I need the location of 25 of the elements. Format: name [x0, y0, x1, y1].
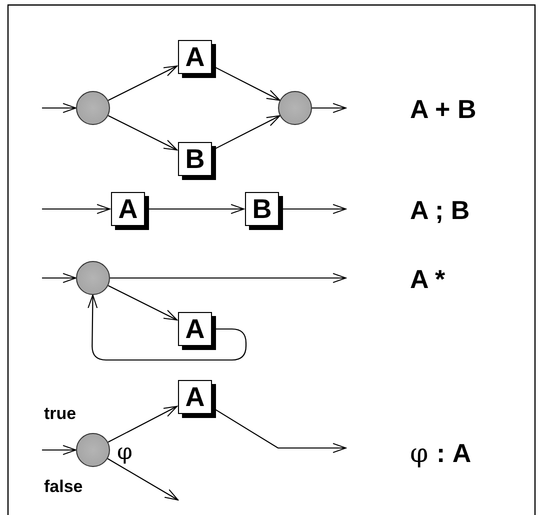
arrow	[108, 115, 178, 150]
branch-label: true	[44, 404, 76, 424]
arrow	[108, 406, 178, 443]
junction-circle	[76, 261, 110, 295]
condition-symbol: φ	[117, 442, 132, 464]
arrow	[146, 204, 244, 214]
expression: A ; B	[410, 197, 470, 223]
arrow	[108, 285, 178, 320]
expression: A *	[410, 266, 446, 292]
arrow	[42, 103, 76, 113]
arrow	[42, 204, 110, 214]
expression: φ : A	[410, 440, 472, 467]
junction-circle	[76, 433, 110, 467]
arrow	[107, 458, 178, 500]
expression: A + B	[410, 96, 476, 122]
junction-circle	[278, 91, 312, 125]
arrow	[42, 445, 76, 455]
arrow	[42, 273, 76, 283]
arrow	[88, 294, 247, 361]
arrow	[280, 204, 346, 214]
arrow	[110, 273, 346, 283]
arrow	[108, 66, 178, 101]
arrow	[312, 103, 346, 113]
junction-circle	[76, 91, 110, 125]
branch-label: false	[44, 477, 83, 497]
